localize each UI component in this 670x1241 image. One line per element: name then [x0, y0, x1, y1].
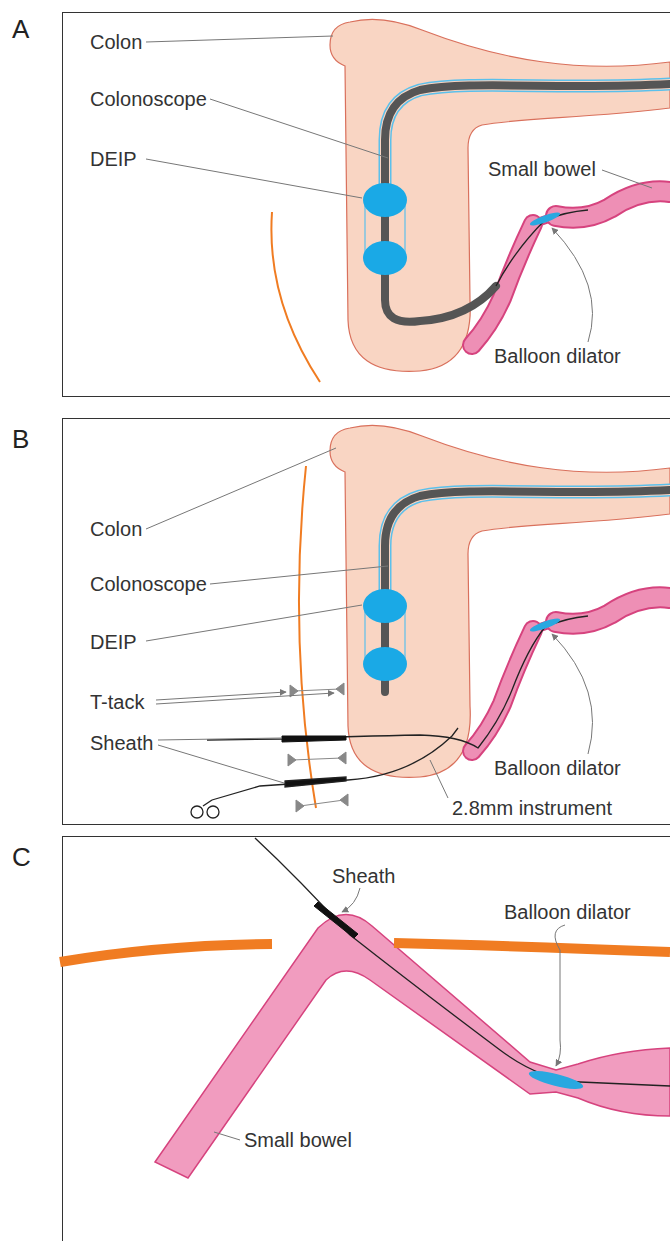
illustration	[146, 19, 670, 382]
guidewire-balloon	[529, 210, 561, 228]
small-bowel	[556, 191, 670, 217]
leader-line	[146, 159, 362, 198]
deip-device	[363, 183, 407, 217]
sheath-wire	[207, 616, 588, 748]
abdominal-wall	[394, 943, 670, 952]
instrument	[191, 728, 458, 818]
colonoscope	[385, 84, 670, 322]
small-bowel	[155, 914, 670, 1178]
part-label: Sheath	[88, 731, 155, 755]
part-label: 2.8mm instrument	[450, 796, 614, 820]
part-label: Sheath	[330, 864, 397, 888]
t-tack	[340, 794, 348, 806]
panel-frame	[63, 419, 670, 825]
abdominal-wall	[60, 943, 670, 962]
part-label: Colon	[88, 30, 144, 54]
colonoscope	[385, 490, 670, 692]
instrument	[207, 806, 219, 818]
leader-line	[602, 170, 652, 188]
colonoscope	[385, 84, 670, 322]
leader-line	[552, 228, 593, 342]
instrument	[191, 806, 203, 818]
leader-line	[210, 99, 388, 158]
leader-line	[552, 634, 593, 754]
abdominal-wall	[271, 212, 320, 382]
small-bowel	[472, 597, 670, 751]
deip-device	[363, 589, 407, 681]
colonoscope	[385, 84, 670, 205]
colon	[330, 19, 670, 371]
leader-line	[146, 36, 652, 342]
panel-frame	[63, 13, 670, 397]
small-bowel	[472, 224, 533, 345]
panel-frame	[63, 13, 670, 1241]
deip-device	[363, 183, 407, 275]
leader-line	[156, 693, 334, 704]
sheath-wire	[527, 1067, 584, 1092]
part-label: Colonoscope	[88, 572, 209, 596]
colonoscope	[385, 84, 670, 205]
leader-line	[555, 925, 565, 1066]
leader-line	[342, 888, 360, 912]
leader-line	[146, 605, 362, 641]
part-label: Balloon dilator	[492, 344, 623, 368]
illustration	[146, 425, 670, 818]
deip-device	[404, 200, 405, 258]
leader-line	[146, 448, 336, 529]
instrument	[285, 777, 346, 787]
leader-line	[158, 738, 282, 740]
sheath-wire	[282, 736, 346, 742]
sheath-wire	[529, 616, 561, 634]
part-label: Colon	[88, 517, 144, 541]
leader-line	[210, 566, 388, 584]
sheath-wire	[207, 616, 588, 748]
leader-line	[146, 448, 593, 798]
part-label: Small bowel	[242, 1128, 354, 1152]
leader-line	[146, 36, 333, 42]
colonoscope	[385, 490, 670, 611]
t-tack	[336, 683, 344, 695]
part-label: Balloon dilator	[502, 900, 633, 924]
deip-device	[363, 241, 407, 275]
part-label: Small bowel	[486, 157, 598, 181]
small-bowel	[556, 191, 670, 217]
part-label: DEIP	[88, 147, 139, 171]
small-bowel	[472, 191, 670, 345]
abdominal-wall	[299, 466, 316, 808]
colon	[330, 425, 670, 777]
guidewire-balloon	[496, 210, 588, 286]
panel-letter: B	[10, 424, 31, 454]
instrument	[203, 800, 212, 806]
colonoscope	[385, 490, 670, 692]
sheath-wire	[255, 838, 670, 1086]
part-label: DEIP	[88, 630, 139, 654]
guidewire-balloon	[496, 210, 588, 286]
t-tack	[296, 800, 304, 812]
leader-line	[214, 888, 565, 1140]
panel-letter: A	[10, 14, 31, 44]
colonoscope	[385, 490, 670, 611]
t-tack	[294, 689, 340, 691]
t-tack	[288, 683, 348, 812]
sheath-wire	[255, 838, 670, 1093]
t-tack	[338, 752, 346, 764]
panel-letter: C	[10, 842, 33, 872]
leader-line	[158, 745, 284, 783]
illustration	[60, 838, 670, 1178]
leader-line	[214, 1132, 240, 1140]
part-label: Colonoscope	[88, 87, 209, 111]
panel-frame	[63, 837, 670, 1241]
deip-device	[364, 200, 365, 258]
t-tack	[292, 758, 342, 760]
abdominal-wall	[60, 944, 272, 962]
part-label: Balloon dilator	[492, 756, 623, 780]
small-bowel	[472, 224, 533, 345]
leader-line	[156, 692, 286, 700]
t-tack	[300, 800, 344, 806]
part-label: T-tack	[88, 690, 146, 714]
t-tack	[288, 754, 296, 766]
leader-line	[430, 760, 448, 798]
sheath-wire	[314, 902, 358, 938]
